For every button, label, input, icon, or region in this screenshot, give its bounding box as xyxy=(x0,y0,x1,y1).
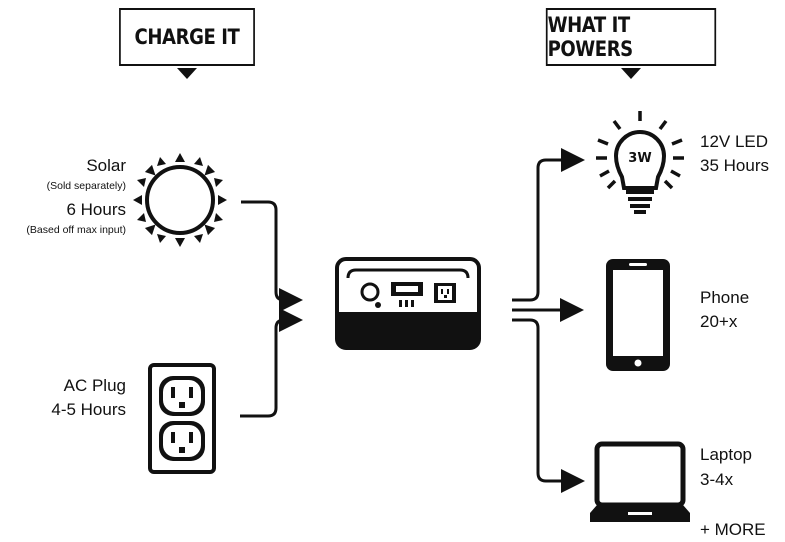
laptop-value: 3-4x xyxy=(700,470,734,489)
ac-connector xyxy=(240,308,303,418)
ac-time: 4-5 Hours xyxy=(51,400,126,419)
charge-it-header: CHARGE IT xyxy=(119,8,255,66)
phone-title: Phone xyxy=(700,288,750,307)
what-it-powers-header: WHAT IT POWERS xyxy=(545,8,717,66)
solar-note: (Sold separately) xyxy=(46,180,126,192)
solar-title: Solar xyxy=(86,156,126,175)
light-bulb-icon xyxy=(596,111,684,214)
laptop-title: Laptop xyxy=(700,445,752,464)
solar-time: 6 Hours xyxy=(66,200,126,219)
led-value: 35 Hours xyxy=(700,156,769,175)
laptop-connector xyxy=(512,318,585,493)
more-label: + MORE xyxy=(700,520,766,539)
wall-outlet-icon xyxy=(148,363,216,474)
ac-title: AC Plug xyxy=(63,376,126,395)
what-it-powers-title: WHAT IT POWERS xyxy=(547,13,634,61)
connector-lines xyxy=(240,148,585,493)
what-it-powers-pointer xyxy=(621,68,641,79)
sun-icon xyxy=(133,153,227,247)
solar-connector xyxy=(241,200,303,312)
led-title: 12V LED xyxy=(700,132,769,151)
phone-value: 20+x xyxy=(700,312,738,331)
led-connector xyxy=(512,148,585,302)
solar-time-note: (Based off max input) xyxy=(26,224,126,236)
charge-it-pointer xyxy=(177,68,197,79)
power-station-icon xyxy=(335,257,481,350)
phone-icon xyxy=(606,259,670,371)
charge-it-title: CHARGE IT xyxy=(134,25,240,49)
laptop-icon xyxy=(590,441,690,522)
led-watt-label: 3W xyxy=(628,151,651,166)
